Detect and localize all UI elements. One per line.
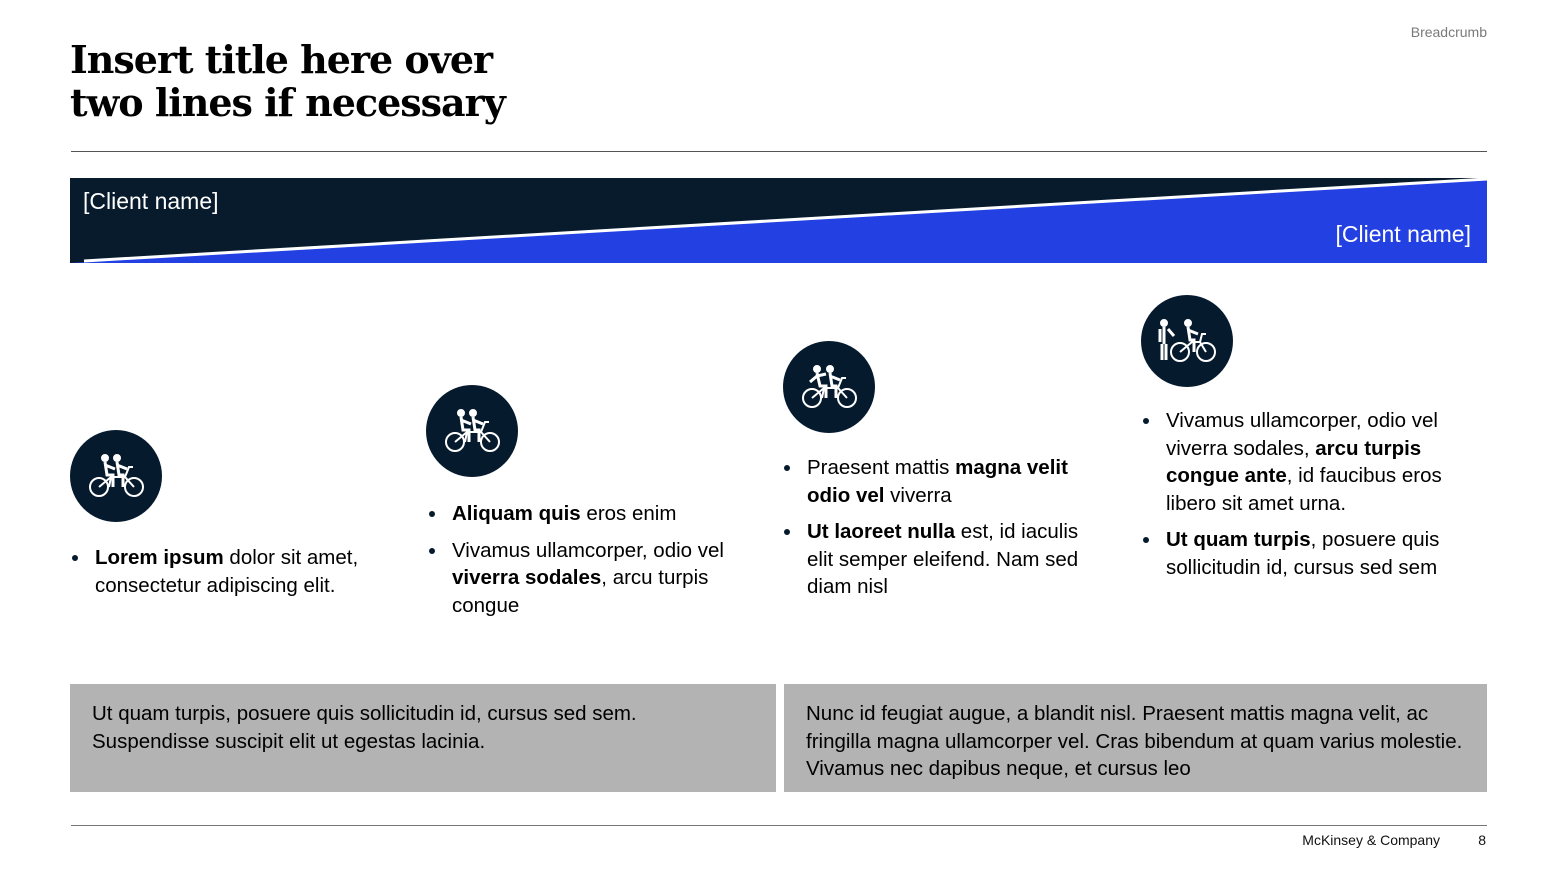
client-name-left: [Client name]: [83, 188, 219, 214]
step-1-icon-circle: [70, 430, 162, 522]
step-4-icon-circle: [1141, 295, 1233, 387]
tandem-bicycle-icon: [89, 454, 144, 497]
step-2-text: Aliquam quis eros enim Vivamus ullamcorp…: [427, 500, 767, 628]
footer-company: McKinsey & Company: [1302, 832, 1440, 848]
step-3-text: Praesent mattis magna velit odio vel viv…: [782, 454, 1102, 610]
bullet-item: Aliquam quis eros enim: [427, 500, 767, 528]
bullet-item: Ut laoreet nulla est, id iaculis elit se…: [782, 518, 1102, 601]
tandem-bicycle-icon: [445, 409, 500, 452]
bullet-item: Lorem ipsum dolor sit amet, consectetur …: [70, 544, 370, 599]
bottom-divider: [71, 825, 1487, 826]
bullet-item: Ut quam turpis, posuere quis sollicitudi…: [1141, 526, 1486, 581]
person-and-bicycle-rider-icon: [1158, 319, 1216, 362]
bullet-item: Vivamus ullamcorper, odio vel viverra so…: [427, 537, 767, 620]
step-4-text: Vivamus ullamcorper, odio vel viverra so…: [1141, 407, 1486, 590]
tandem-bicycle-waving-icon: [802, 365, 857, 408]
top-divider: [71, 151, 1487, 152]
banner-wedge-graphic: [70, 178, 1487, 263]
page-title: Insert title here over two lines if nece…: [70, 37, 506, 125]
step-3-icon-circle: [783, 341, 875, 433]
summary-box-left: Ut quam turpis, posuere quis sollicitudi…: [70, 684, 776, 792]
step-1-text: Lorem ipsum dolor sit amet, consectetur …: [70, 544, 370, 608]
page-number: 8: [1478, 832, 1486, 848]
client-name-right: [Client name]: [1335, 221, 1471, 247]
title-line-1: Insert title here over: [70, 37, 493, 82]
summary-box-right: Nunc id feugiat augue, a blandit nisl. P…: [784, 684, 1487, 792]
breadcrumb: Breadcrumb: [1410, 24, 1487, 40]
title-line-2: two lines if necessary: [70, 80, 506, 125]
bullet-item: Praesent mattis magna velit odio vel viv…: [782, 454, 1102, 509]
step-2-icon-circle: [426, 385, 518, 477]
client-banner: [Client name] [Client name]: [70, 178, 1487, 263]
bullet-item: Vivamus ullamcorper, odio vel viverra so…: [1141, 407, 1486, 517]
